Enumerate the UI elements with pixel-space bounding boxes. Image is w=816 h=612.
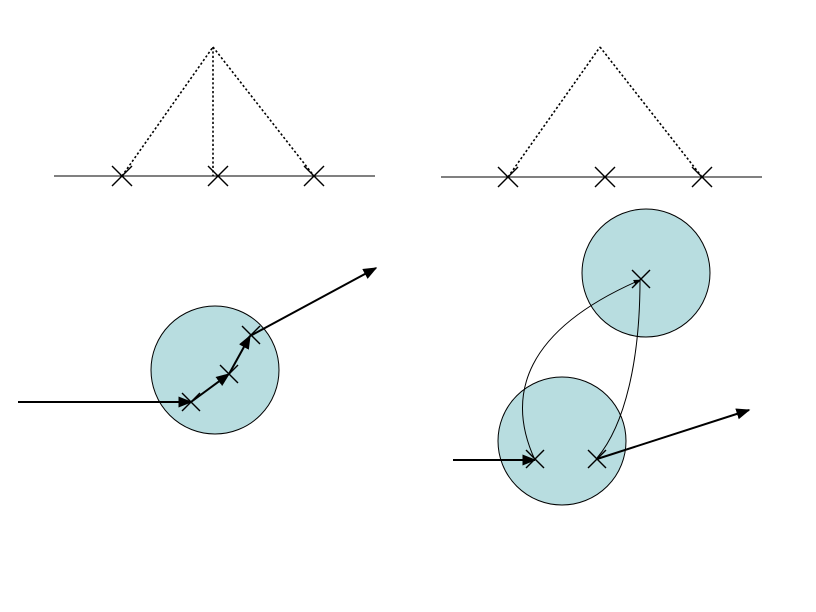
cross-marker	[497, 166, 519, 188]
cross-marker	[525, 449, 545, 469]
dotted-left-edge	[121, 46, 214, 177]
curve-from-upper	[596, 279, 641, 459]
dotted-left-edge	[507, 46, 601, 178]
dotted-right-edge	[599, 46, 703, 178]
cross-marker	[207, 165, 229, 187]
cross-marker	[241, 325, 261, 345]
step-arrow	[228, 334, 251, 375]
dotted-right-edge	[212, 46, 315, 177]
step-arrow	[190, 373, 231, 403]
curve-to-upper	[522, 279, 641, 461]
panel-top-right	[441, 46, 762, 188]
cross-marker	[631, 269, 651, 289]
cross-marker	[691, 166, 713, 188]
cross-marker	[181, 392, 201, 412]
cross-marker	[594, 166, 616, 188]
panel-top-left	[54, 46, 375, 187]
cross-marker	[111, 165, 133, 187]
outgoing-arrow	[596, 408, 751, 460]
cross-marker	[303, 165, 325, 187]
scatter-circle-upper	[581, 208, 711, 338]
cross-marker	[587, 449, 607, 469]
outgoing-arrow	[249, 267, 378, 337]
scatter-circle-lower	[497, 376, 627, 506]
panel-bottom-left	[18, 267, 378, 435]
panel-bottom-right	[453, 208, 751, 506]
scatter-circle	[150, 305, 280, 435]
cross-marker	[219, 364, 239, 384]
